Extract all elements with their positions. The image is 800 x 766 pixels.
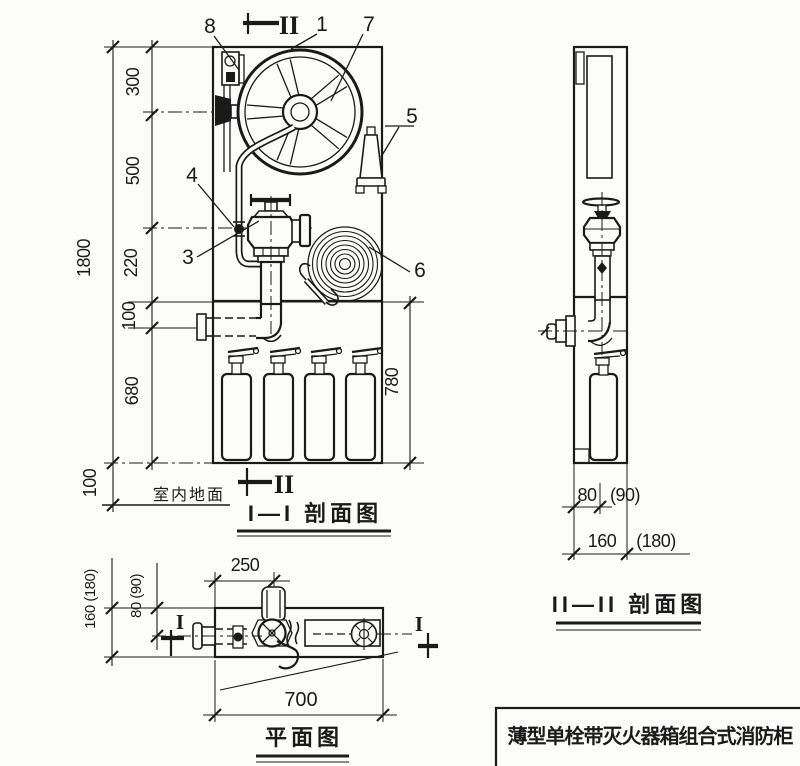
fire-extinguisher	[344, 346, 384, 462]
side-fire-extinguisher	[588, 348, 627, 462]
reel-bracket	[215, 51, 245, 172]
floor-line: 室内地面	[102, 486, 230, 506]
dim-reel-to-valve: 500	[123, 156, 143, 185]
valve-outlet	[291, 219, 301, 243]
plan-dim-front: 80 (90)	[128, 573, 145, 618]
plan-dim-depth: 160 (180)	[82, 569, 99, 629]
hose-coil	[298, 226, 383, 306]
side-door-panel	[586, 55, 613, 179]
dim-cabinet-to-floor: 100	[80, 468, 100, 497]
dim-valve-to-shelf: 220	[121, 248, 141, 277]
callout-hose-reel: 7	[363, 13, 375, 36]
plan-dim-700: 700	[284, 689, 317, 711]
side-outlet-elbow	[538, 192, 627, 355]
callout-nozzle: 5	[406, 105, 418, 128]
fire-extinguisher	[303, 346, 343, 462]
reel-spokes	[246, 59, 348, 165]
side-view-section: 80 (90) 160 (180) II—II 剖面图	[538, 45, 707, 631]
plan-valve	[251, 586, 300, 648]
hose-reel	[230, 48, 364, 176]
plan-view-section: I I 250 160 (180) 80 (90)	[82, 555, 438, 763]
side-dim-80: 80	[577, 485, 597, 505]
drawing-title: 薄型单栓带灭火器箱组合式消防柜	[508, 724, 794, 748]
section-line-bottom: II	[238, 468, 294, 499]
outlet-pipe	[196, 196, 283, 343]
side-dim-90: (90)	[610, 485, 640, 505]
plan-dimensions: 250 160 (180) 80 (90) 700	[82, 555, 397, 723]
callout-valve: 3	[182, 246, 194, 269]
plan-dim-250: 250	[231, 555, 260, 575]
dim-top-to-reel: 300	[123, 67, 143, 96]
front-callouts: 8 1 7 5 4 3 6	[182, 13, 426, 282]
dim-extinguisher-zone: 780	[382, 367, 402, 396]
front-view-section: 1800 300 500 220 100 680 100 780 室内地面 II…	[74, 11, 426, 537]
side-hinge	[575, 51, 585, 85]
hydrant-valve	[246, 194, 312, 263]
plan-view-label: 平面图	[265, 725, 343, 750]
plan-hose-curve	[276, 640, 300, 670]
callout-hose-coil: 6	[414, 259, 426, 282]
plan-mark-left-label: I	[176, 610, 184, 634]
plan-inlet-pipe	[152, 622, 262, 650]
plan-view-title: 平面图	[256, 725, 349, 763]
hose-drop-pipe	[233, 123, 296, 268]
plan-diagonal-line	[219, 651, 399, 691]
plan-hose-compartment	[304, 618, 412, 650]
dim-lower-compartment: 680	[122, 376, 142, 405]
side-dim-160: 160	[588, 531, 617, 551]
front-dimension-texts: 1800 300 500 220 100 680 100 780	[74, 67, 402, 497]
section-mark-bottom: II	[274, 470, 294, 499]
callout-cabinet: 1	[316, 13, 328, 36]
floor-label: 室内地面	[153, 486, 225, 504]
front-dimension-lines	[105, 39, 418, 513]
side-cabinet-outline	[572, 45, 629, 465]
spray-nozzle	[355, 126, 387, 194]
fire-extinguisher	[262, 346, 302, 462]
fire-extinguisher	[220, 346, 260, 462]
dim-shelf-to-outlet: 100	[119, 301, 139, 330]
dim-overall-height: 1800	[74, 238, 94, 277]
side-base-step	[574, 448, 590, 463]
side-dim-180: (180)	[636, 531, 676, 551]
callout-reel-bracket: 8	[204, 15, 216, 38]
front-view-label: I—I 剖面图	[248, 501, 382, 526]
hose-coupling	[298, 262, 339, 306]
side-view-title: II—II 剖面图	[552, 592, 707, 631]
callout-hose-pipe: 4	[186, 164, 198, 187]
pipe-end-cap	[196, 313, 207, 341]
section-line-top: II	[243, 11, 299, 40]
title-block: 薄型单栓带灭火器箱组合式消防柜	[494, 706, 800, 766]
side-view-label: II—II 剖面图	[552, 592, 707, 617]
section-mark-top: II	[279, 11, 299, 40]
side-dimensions: 80 (90) 160 (180)	[562, 463, 690, 562]
plan-section-marker-left: I	[161, 610, 184, 656]
front-view-title: I—I 剖面图	[237, 501, 391, 537]
plan-section-marker-right: I	[415, 612, 438, 658]
reel-hub	[281, 93, 319, 131]
plan-mark-right-label: I	[415, 612, 423, 636]
fire-extinguishers	[220, 346, 384, 462]
